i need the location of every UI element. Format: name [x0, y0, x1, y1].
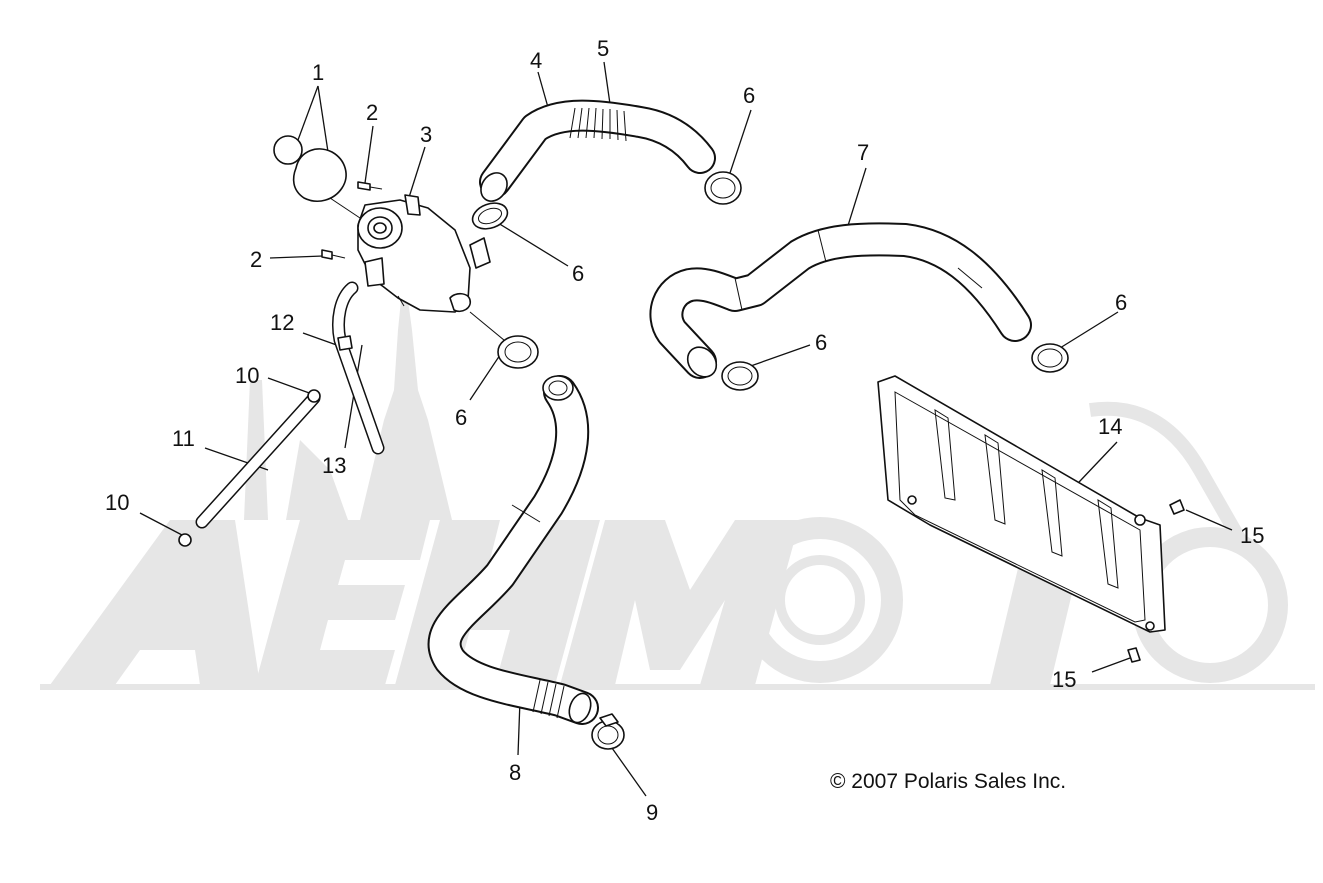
callout-11: 11 [172, 426, 195, 451]
radiator-shroud-part [877, 375, 1166, 633]
vent-tube-part [332, 281, 385, 455]
callout-5: 5 [597, 36, 609, 61]
lower-hose-part [427, 375, 599, 725]
callout-10-lower: 10 [105, 490, 129, 515]
callout-8: 8 [509, 760, 521, 785]
callout-7: 7 [857, 140, 869, 165]
coolant-tank-part [357, 194, 511, 346]
watermark-logo [40, 270, 1315, 690]
callout-13: 13 [322, 453, 346, 478]
callout-15-lower: 15 [1052, 667, 1076, 692]
callout-3: 3 [420, 122, 432, 147]
callout-labels: 1 2 2 3 4 5 6 6 6 6 6 7 8 9 10 10 11 12 … [105, 36, 1264, 825]
screw-parts [321, 181, 383, 260]
callout-6-center: 6 [815, 330, 827, 355]
callout-12: 12 [270, 310, 294, 335]
hose-clamp-parts [471, 171, 1069, 750]
overflow-tube-part [178, 389, 321, 547]
callout-15-right: 15 [1240, 523, 1264, 548]
callout-2-lower: 2 [250, 247, 262, 272]
callout-14: 14 [1098, 414, 1122, 439]
copyright-notice: © 2007 Polaris Sales Inc. [830, 770, 1066, 793]
long-hose-part [649, 222, 1032, 379]
callout-10-upper: 10 [235, 363, 259, 388]
callout-1: 1 [312, 60, 324, 85]
callout-2-upper: 2 [366, 100, 378, 125]
shroud-screw-parts [1127, 499, 1185, 663]
callout-6-lower-left: 6 [455, 405, 467, 430]
callout-6-top-right: 6 [743, 83, 755, 108]
callout-9: 9 [646, 800, 658, 825]
radiator-cap-part [273, 135, 373, 227]
callout-4: 4 [530, 48, 542, 73]
callout-6-middle: 6 [572, 261, 584, 286]
callout-6-right: 6 [1115, 290, 1127, 315]
upper-hose-part [479, 99, 716, 202]
